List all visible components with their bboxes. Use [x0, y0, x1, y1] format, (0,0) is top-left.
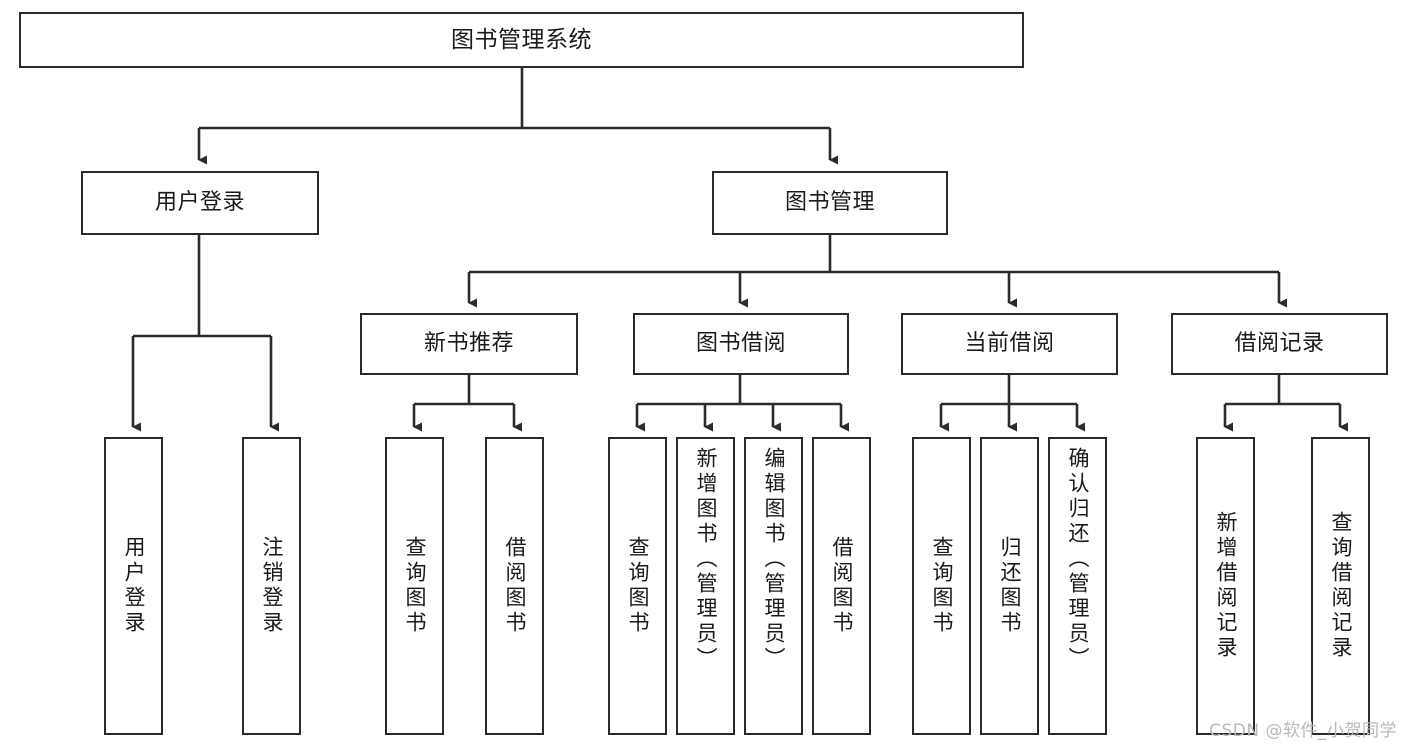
node-user-login[interactable]: 用户登录 — [81, 171, 319, 235]
node-book-management-label: 图书管理 — [784, 190, 875, 216]
leaf-inner: 新增图书（管理员） — [694, 439, 718, 741]
leaf-inner: 用户登录 — [122, 439, 146, 733]
node-root-book-management-system[interactable]: 图书管理系统 — [19, 12, 1024, 68]
node-leaf-label: 查询图书 — [930, 536, 954, 636]
node-book-management[interactable]: 图书管理 — [712, 171, 948, 235]
leaf-inner: 查询图书 — [930, 439, 954, 733]
leaf-inner: 查询借阅记录 — [1329, 439, 1353, 733]
node-leaf-user-login-logout[interactable]: 注销登录 — [242, 437, 301, 735]
node-leaf-label: 新增图书（管理员） — [694, 447, 718, 672]
node-leaf-user-login-login[interactable]: 用户登录 — [104, 437, 163, 735]
node-leaf-current-confirm-return-admin[interactable]: 确认归还（管理员） — [1048, 437, 1107, 735]
leaf-inner: 新增借阅记录 — [1214, 439, 1238, 733]
node-user-login-label: 用户登录 — [154, 190, 245, 216]
leaf-inner: 查询图书 — [626, 439, 650, 733]
node-root-label: 图书管理系统 — [451, 26, 592, 53]
leaf-inner: 归还图书 — [998, 439, 1022, 733]
node-borrow-record-label: 借阅记录 — [1234, 331, 1325, 357]
node-leaf-borrow-edit-book-admin[interactable]: 编辑图书（管理员） — [744, 437, 803, 735]
node-leaf-borrow-add-book-admin[interactable]: 新增图书（管理员） — [676, 437, 735, 735]
node-leaf-borrow-query[interactable]: 查询图书 — [608, 437, 667, 735]
leaf-inner: 编辑图书（管理员） — [762, 439, 786, 741]
node-new-book-recommend[interactable]: 新书推荐 — [360, 313, 578, 375]
node-book-borrow[interactable]: 图书借阅 — [633, 313, 849, 375]
node-borrow-record[interactable]: 借阅记录 — [1171, 313, 1388, 375]
node-current-borrow[interactable]: 当前借阅 — [901, 313, 1118, 375]
leaf-inner: 确认归还（管理员） — [1066, 439, 1090, 741]
node-leaf-label: 归还图书 — [998, 536, 1022, 636]
node-leaf-label: 用户登录 — [122, 536, 146, 636]
node-leaf-label: 注销登录 — [260, 536, 284, 636]
leaf-inner: 借阅图书 — [830, 439, 854, 733]
leaf-inner: 借阅图书 — [503, 439, 527, 733]
node-leaf-label: 确认归还（管理员） — [1066, 447, 1090, 672]
node-leaf-label: 查询图书 — [403, 536, 427, 636]
csdn-watermark: CSDN @软件_小贺同学 — [1209, 721, 1397, 741]
node-leaf-borrow-borrow-book[interactable]: 借阅图书 — [812, 437, 871, 735]
node-leaf-record-add[interactable]: 新增借阅记录 — [1196, 437, 1255, 735]
leaf-inner: 查询图书 — [403, 439, 427, 733]
node-leaf-current-return[interactable]: 归还图书 — [980, 437, 1039, 735]
node-new-book-recommend-label: 新书推荐 — [423, 331, 514, 357]
node-leaf-label: 借阅图书 — [830, 536, 854, 636]
node-leaf-current-query[interactable]: 查询图书 — [912, 437, 971, 735]
node-leaf-label: 编辑图书（管理员） — [762, 447, 786, 672]
node-leaf-label: 新增借阅记录 — [1214, 511, 1238, 661]
node-book-borrow-label: 图书借阅 — [695, 331, 786, 357]
node-leaf-new-book-borrow[interactable]: 借阅图书 — [485, 437, 544, 735]
node-current-borrow-label: 当前借阅 — [964, 331, 1055, 357]
node-leaf-new-book-query[interactable]: 查询图书 — [385, 437, 444, 735]
node-leaf-label: 查询图书 — [626, 536, 650, 636]
node-leaf-record-query[interactable]: 查询借阅记录 — [1311, 437, 1370, 735]
node-leaf-label: 借阅图书 — [503, 536, 527, 636]
node-leaf-label: 查询借阅记录 — [1329, 511, 1353, 661]
leaf-inner: 注销登录 — [260, 439, 284, 733]
